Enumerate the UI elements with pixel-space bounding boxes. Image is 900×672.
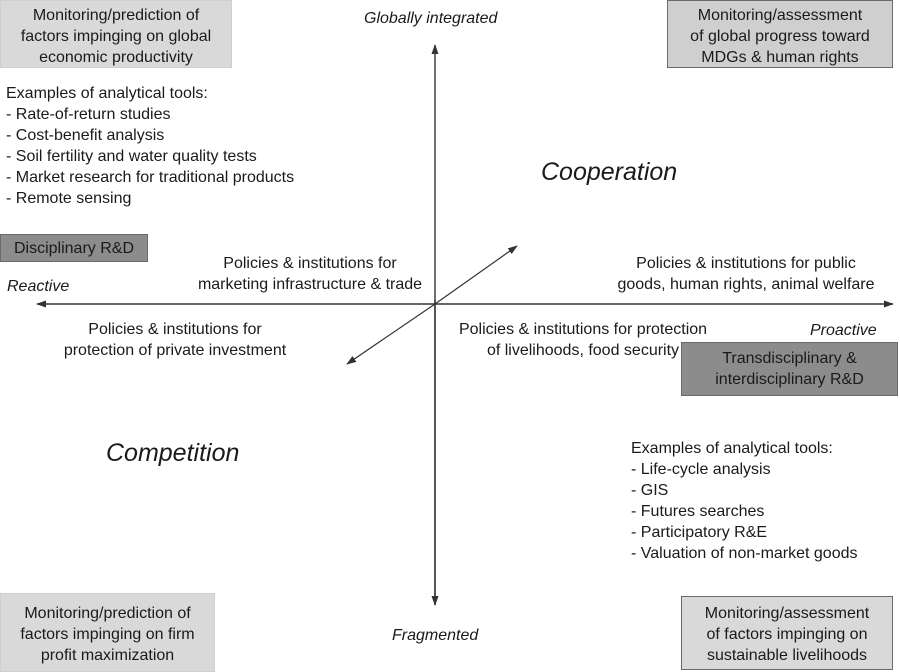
policy-line: goods, human rights, animal welfare xyxy=(617,276,875,293)
corner-box-top-right: Monitoring/assessment of global progress… xyxy=(667,0,893,68)
axis-label-bottom: Fragmented xyxy=(392,627,479,644)
list-item: - Market research for traditional produc… xyxy=(6,169,295,186)
corner-box-top-left: Monitoring/prediction of factors impingi… xyxy=(0,0,232,68)
corner-line: profit maximization xyxy=(40,647,175,664)
corner-line: factors impinging on firm xyxy=(20,626,195,643)
axis-label-right: Proactive xyxy=(810,322,877,339)
tools-heading: Examples of analytical tools: xyxy=(6,85,208,102)
tools-list-top-left: Examples of analytical tools: - Rate-of-… xyxy=(6,83,294,209)
list-item: - Futures searches xyxy=(631,503,765,520)
policy-upper-left: Policies & institutions for marketing in… xyxy=(180,253,440,295)
list-item: - Participatory R&E xyxy=(631,524,768,541)
list-item: - GIS xyxy=(631,482,669,499)
corner-line: Monitoring/prediction of xyxy=(32,7,200,24)
list-item: - Valuation of non-market goods xyxy=(631,545,858,562)
disciplinary-rd-box: Disciplinary R&D xyxy=(0,234,148,262)
list-item: - Life-cycle analysis xyxy=(631,461,771,478)
policy-line: protection of private investment xyxy=(63,342,287,359)
corner-box-bottom-right: Monitoring/assessment of factors impingi… xyxy=(681,596,893,670)
tools-list-bottom-right: Examples of analytical tools: - Life-cyc… xyxy=(631,438,858,564)
corner-line: Monitoring/assessment xyxy=(704,605,870,622)
policy-line: Policies & institutions for xyxy=(223,255,397,272)
diagonal-arrow-down xyxy=(346,303,436,365)
diagonal-arrow-up xyxy=(434,245,518,305)
quadrant-label-cooperation: Cooperation xyxy=(541,158,678,186)
corner-line: Monitoring/assessment xyxy=(697,7,863,24)
transdisciplinary-rd-box: Transdisciplinary & interdisciplinary R&… xyxy=(681,342,898,396)
corner-line: of factors impinging on xyxy=(706,626,868,643)
corner-line: Monitoring/prediction of xyxy=(24,605,191,622)
corner-box-bottom-left: Monitoring/prediction of factors impingi… xyxy=(0,593,215,672)
policy-line: marketing infrastructure & trade xyxy=(197,276,423,293)
corner-line: sustainable livelihoods xyxy=(706,647,868,664)
corner-line: factors impinging on global xyxy=(20,28,212,45)
corner-line: economic productivity xyxy=(39,49,193,66)
rd-label: Transdisciplinary & xyxy=(722,350,857,367)
policy-lower-left: Policies & institutions for protection o… xyxy=(40,319,310,361)
list-item: - Soil fertility and water quality tests xyxy=(6,148,257,165)
policy-line: Policies & institutions for public xyxy=(636,255,856,272)
rd-label: interdisciplinary R&D xyxy=(715,371,864,388)
policy-upper-right: Policies & institutions for public goods… xyxy=(598,253,894,295)
axis-label-left: Reactive xyxy=(7,278,70,295)
list-item: - Rate-of-return studies xyxy=(6,106,171,123)
policy-line: Policies & institutions for xyxy=(88,321,262,338)
corner-line: MDGs & human rights xyxy=(701,49,859,66)
axis-label-top: Globally integrated xyxy=(364,10,498,27)
quadrant-label-competition: Competition xyxy=(106,439,240,467)
rd-label: Disciplinary R&D xyxy=(13,240,135,257)
list-item: - Cost-benefit analysis xyxy=(6,127,165,144)
tools-heading: Examples of analytical tools: xyxy=(631,440,833,457)
policy-line: Policies & institutions for protection xyxy=(458,321,708,338)
policy-line: of livelihoods, food security xyxy=(486,342,680,359)
policy-lower-right: Policies & institutions for protection o… xyxy=(438,319,728,361)
list-item: - Remote sensing xyxy=(6,190,132,207)
corner-line: of global progress toward xyxy=(690,28,870,45)
